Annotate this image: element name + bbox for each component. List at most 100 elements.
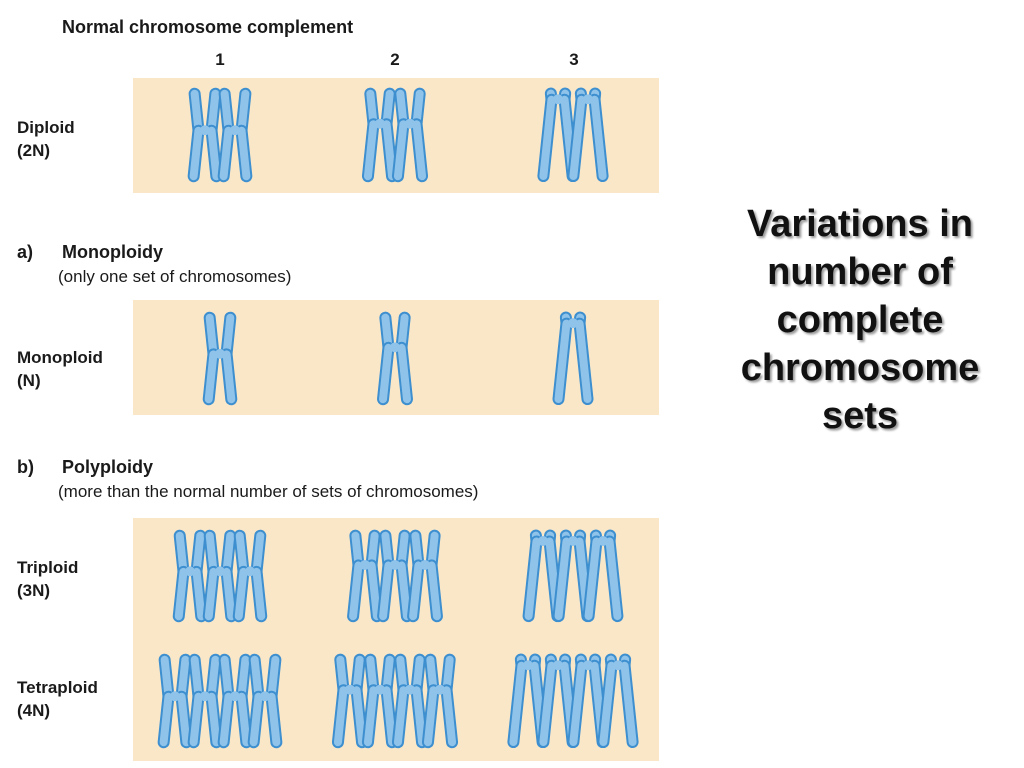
monoploid-label: Monoploid (N) [17, 346, 103, 392]
chromatid-arm [588, 93, 609, 183]
chromatid-arm [331, 684, 350, 749]
side-title-line-3: complete [776, 299, 944, 341]
monoploidy-description: (only one set of chromosomes) [58, 267, 292, 286]
chromatid-arm [157, 690, 175, 749]
centromere [405, 684, 415, 695]
chromatid-arm [440, 684, 459, 749]
chromatid-arm [603, 535, 624, 623]
normal-complement-title: Normal chromosome complement [62, 17, 354, 37]
diploid-label: Diploid (2N) [17, 116, 75, 162]
chromosome-tetraploid [157, 653, 193, 749]
chromatid-arm [377, 341, 395, 406]
chromosome-tetraploid [361, 653, 399, 749]
chromatid-arm [407, 559, 425, 623]
chromosome-monoploid [552, 311, 594, 406]
chromatid-arm [391, 684, 410, 749]
centromere [200, 691, 210, 702]
chromatid-arm [202, 565, 220, 623]
centromere [405, 118, 415, 129]
chromatid-arm [395, 559, 413, 623]
chromatid-arm [217, 690, 235, 749]
chromatid-arm [567, 659, 588, 749]
chromatid-arm [573, 317, 594, 406]
centromere [375, 684, 385, 695]
polyploidy-title: Polyploidy [62, 457, 154, 477]
chromosome-triploid [582, 529, 624, 623]
diploid-name: Diploid [17, 118, 75, 137]
centromere [523, 660, 533, 671]
centromere [215, 566, 225, 577]
monoploid-notation: (N) [17, 371, 41, 390]
centromere [613, 660, 623, 671]
chromosome-monoploid [202, 311, 238, 406]
chromatid-arm [247, 690, 265, 749]
chromatid-arm [361, 118, 380, 183]
chromosome-tetraploid [331, 653, 369, 749]
chromatid-arm [220, 565, 238, 623]
chromosome-triploid [407, 529, 443, 623]
chromosome-tetraploid [187, 653, 223, 749]
side-title: Variations in number of complete chromos… [700, 200, 1020, 440]
chromatid-arm [567, 93, 588, 183]
centromere [553, 94, 563, 105]
centromere [420, 559, 430, 570]
chromosome-diploid [567, 87, 609, 183]
chromatid-arm [175, 690, 193, 749]
side-title-line-2: number of [767, 251, 953, 293]
centromere [598, 536, 608, 547]
centromere [568, 318, 578, 329]
centromere [200, 125, 210, 136]
centromere [375, 118, 385, 129]
chromatid-arm [235, 124, 253, 183]
chromosome-tetraploid [217, 653, 253, 749]
chromosome-triploid [347, 529, 383, 623]
chromatid-arm [235, 690, 253, 749]
chromatid-arm [232, 565, 250, 623]
chromatid-arm [217, 124, 235, 183]
chromatid-arm [537, 93, 558, 183]
chromatid-arm [220, 348, 238, 406]
tetraploid-label: Tetraploid (4N) [17, 676, 98, 722]
monoploid-name: Monoploid [17, 348, 103, 367]
chromosome-diploid [391, 87, 429, 183]
side-title-line-5: sets [821, 395, 899, 437]
chromatid-arm [250, 565, 268, 623]
chromatid-arm [507, 659, 528, 749]
chromatid-arm [582, 535, 603, 623]
centromere [553, 660, 563, 671]
chromatid-arm [410, 118, 429, 183]
centromere [260, 691, 270, 702]
tetraploid-notation: (4N) [17, 701, 51, 720]
chromatid-arm [421, 684, 440, 749]
chromatid-arm [395, 341, 413, 406]
chromatid-arm [522, 535, 543, 623]
triploid-notation: (3N) [17, 581, 51, 600]
chromatid-arm [205, 124, 223, 183]
chromosome-tetraploid [247, 653, 283, 749]
centromere [583, 94, 593, 105]
chromatid-arm [187, 124, 205, 183]
chromatid-arm [205, 690, 223, 749]
chromatid-arm [537, 659, 558, 749]
chromosome-triploid [232, 529, 268, 623]
centromere [185, 566, 195, 577]
chromatid-arm [377, 559, 395, 623]
chromatid-arm [425, 559, 443, 623]
chromosome-diploid [361, 87, 399, 183]
centromere [230, 125, 240, 136]
side-title-line-1: Variations in [747, 203, 973, 245]
diploid-notation: (2N) [17, 141, 51, 160]
centromere [345, 684, 355, 695]
centromere [390, 342, 400, 353]
chromatid-arm [190, 565, 208, 623]
centromere [435, 684, 445, 695]
chromosome-tetraploid [421, 653, 459, 749]
chromosome-monoploid [377, 311, 413, 406]
polyploidy-description: (more than the normal number of sets of … [58, 482, 479, 501]
chromosome-diploid [187, 87, 223, 183]
chromatid-arm [361, 684, 380, 749]
polyploidy-letter: b) [17, 457, 34, 477]
centromere [390, 559, 400, 570]
chromatid-arm [618, 659, 639, 749]
